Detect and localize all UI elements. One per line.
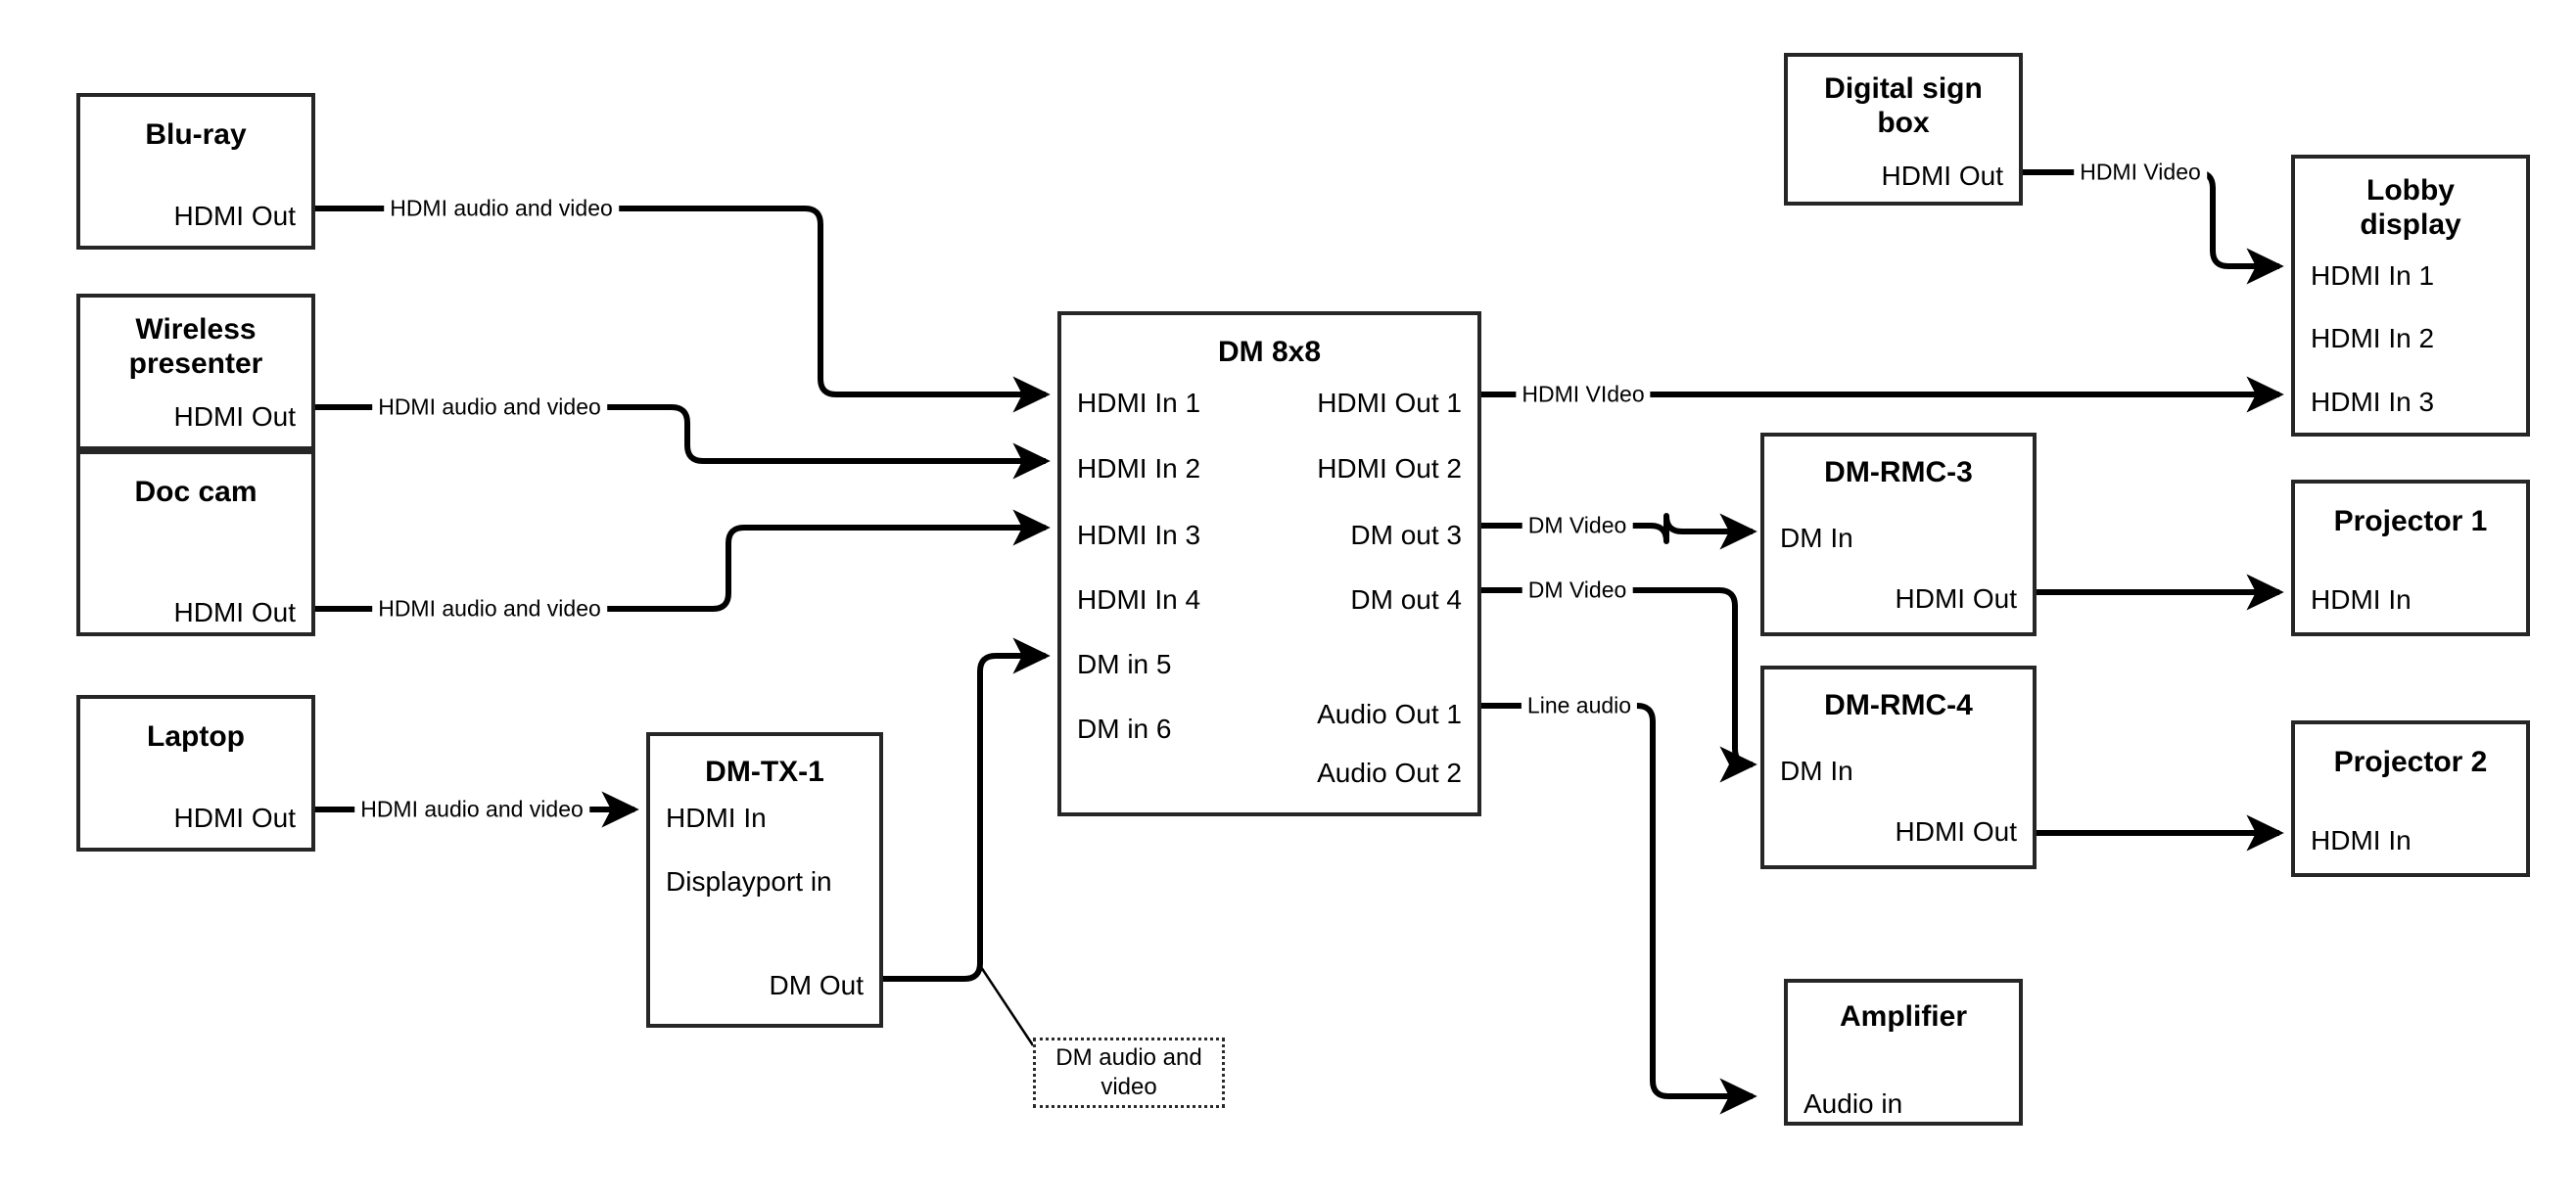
cable-label-laptop-to-dmtx1: HDMI audio and video [354, 798, 589, 821]
node-dm-8x8-output-audio-out-2: Audio Out 2 [1317, 758, 1462, 788]
cable-label-audioout1-to-amplifier: Line audio [1521, 694, 1638, 717]
node-projector-1[interactable]: Projector 1 HDMI In [2291, 480, 2530, 636]
node-doc-cam[interactable]: Doc cam HDMI Out [76, 450, 315, 636]
cable-label-dmout4-to-rmc4: DM Video [1522, 578, 1633, 602]
node-doc-cam-port-hdmi-out: HDMI Out [173, 597, 296, 627]
node-bluray[interactable]: Blu-ray HDMI Out [76, 93, 315, 250]
node-dm-rmc-3-port-hdmi-out: HDMI Out [1895, 583, 2017, 614]
wire-doccam-to-dm8x8 [315, 509, 1051, 612]
node-lobby-display-input-hdmi-in-3: HDMI In 3 [2311, 387, 2435, 417]
node-laptop[interactable]: Laptop HDMI Out [76, 695, 315, 852]
node-dm-8x8-input-hdmi-in-3: HDMI In 3 [1077, 520, 1201, 550]
node-dm-8x8-output-hdmi-out-2: HDMI Out 2 [1317, 453, 1462, 484]
node-laptop-title: Laptop [147, 720, 245, 753]
node-dm-tx-1-port-hdmi-in: HDMI In [666, 803, 767, 833]
node-dm-tx-1[interactable]: DM-TX-1 HDMI In Displayport in DM Out [646, 732, 883, 1028]
node-laptop-port-hdmi-out: HDMI Out [173, 803, 296, 833]
node-dm-8x8-title: DM 8x8 [1217, 336, 1322, 368]
node-digital-sign-box-port-hdmi-out: HDMI Out [1881, 161, 2003, 191]
node-amplifier[interactable]: Amplifier Audio in [1784, 979, 2023, 1126]
node-dm-tx-1-title: DM-TX-1 [705, 756, 824, 788]
wire-dmout4-to-rmc4 [1481, 587, 1757, 783]
wire-dmtx1-to-dm8x8 [883, 637, 1051, 982]
node-projector-2-port-hdmi-in: HDMI In [2311, 825, 2412, 855]
cable-label-wireless-to-dm8x8: HDMI audio and video [372, 395, 607, 419]
node-dm-tx-1-port-dm-out: DM Out [769, 970, 864, 1000]
node-dm-8x8-input-hdmi-in-2: HDMI In 2 [1077, 453, 1201, 484]
node-wireless-presenter-port-hdmi-out: HDMI Out [173, 401, 296, 432]
node-dm-8x8-output-hdmi-out-1: HDMI Out 1 [1317, 388, 1462, 418]
node-digital-sign-box-title: Digital sign box [1824, 72, 1983, 139]
cable-label-signbox-to-lobby: HDMI Video [2074, 161, 2207, 184]
node-lobby-display-title: Lobby display [2360, 174, 2461, 241]
node-dm-rmc-3-port-dm-in: DM In [1780, 523, 1853, 553]
node-projector-1-title: Projector 1 [2333, 505, 2488, 537]
cable-label-hdmiout1-to-lobby: HDMI VIdeo [1516, 383, 1651, 406]
node-dm-rmc-4-port-dm-in: DM In [1780, 756, 1853, 786]
cable-label-doccam-to-dm8x8: HDMI audio and video [372, 597, 607, 621]
wire-signbox-to-lobby [2023, 169, 2284, 285]
node-dm-8x8[interactable]: DM 8x8 HDMI In 1 HDMI In 2 HDMI In 3 HDM… [1057, 311, 1481, 816]
node-dm-8x8-input-hdmi-in-1: HDMI In 1 [1077, 388, 1201, 418]
node-dm-rmc-4-port-hdmi-out: HDMI Out [1895, 816, 2017, 847]
node-wireless-presenter[interactable]: Wireless presenter HDMI Out [76, 294, 315, 450]
node-dm-rmc-4-title: DM-RMC-4 [1824, 689, 1973, 721]
node-digital-sign-box[interactable]: Digital sign box HDMI Out [1784, 53, 2023, 206]
node-bluray-title: Blu-ray [145, 118, 247, 151]
node-projector-1-port-hdmi-in: HDMI In [2311, 584, 2412, 615]
cable-label-dmout3-to-rmc3: DM Video [1522, 514, 1633, 537]
wire-bluray-to-dm8x8 [315, 206, 1051, 413]
node-dm-rmc-3-title: DM-RMC-3 [1824, 456, 1973, 488]
node-dm-tx-1-port-displayport-in: Displayport in [666, 866, 832, 897]
node-projector-2-title: Projector 2 [2333, 746, 2488, 778]
node-doc-cam-title: Doc cam [134, 476, 258, 508]
node-projector-2[interactable]: Projector 2 HDMI In [2291, 720, 2530, 877]
node-dm-8x8-output-dm-out-4: DM out 4 [1350, 584, 1462, 615]
node-lobby-display[interactable]: Lobby display HDMI In 1 HDMI In 2 HDMI I… [2291, 155, 2530, 437]
node-lobby-display-input-hdmi-in-2: HDMI In 2 [2311, 323, 2435, 353]
node-amplifier-title: Amplifier [1839, 1000, 1968, 1033]
node-dm-8x8-output-audio-out-1: Audio Out 1 [1317, 699, 1462, 729]
cable-label-bluray-to-dm8x8: HDMI audio and video [384, 197, 619, 220]
callout-dm-audio-and-video: DM audio and video [1033, 1038, 1225, 1108]
node-dm-rmc-3[interactable]: DM-RMC-3 DM In HDMI Out [1760, 433, 2037, 636]
wire-dmout3-to-rmc3 [1481, 513, 1757, 550]
node-dm-8x8-input-dm-in-5: DM in 5 [1077, 649, 1172, 679]
wire-audioout1-to-amplifier [1481, 703, 1757, 1115]
node-wireless-presenter-title: Wireless presenter [128, 313, 263, 380]
wire-wireless-to-dm8x8 [315, 404, 1051, 480]
node-dm-8x8-output-dm-out-3: DM out 3 [1350, 520, 1462, 550]
node-dm-rmc-4[interactable]: DM-RMC-4 DM In HDMI Out [1760, 666, 2037, 869]
node-lobby-display-input-hdmi-in-1: HDMI In 1 [2311, 260, 2435, 291]
node-dm-8x8-input-dm-in-6: DM in 6 [1077, 714, 1172, 744]
callout-leader-line [977, 963, 1035, 1046]
node-dm-8x8-input-hdmi-in-4: HDMI In 4 [1077, 584, 1201, 615]
node-bluray-port-hdmi-out: HDMI Out [173, 201, 296, 231]
node-amplifier-port-audio-in: Audio in [1803, 1088, 1903, 1119]
